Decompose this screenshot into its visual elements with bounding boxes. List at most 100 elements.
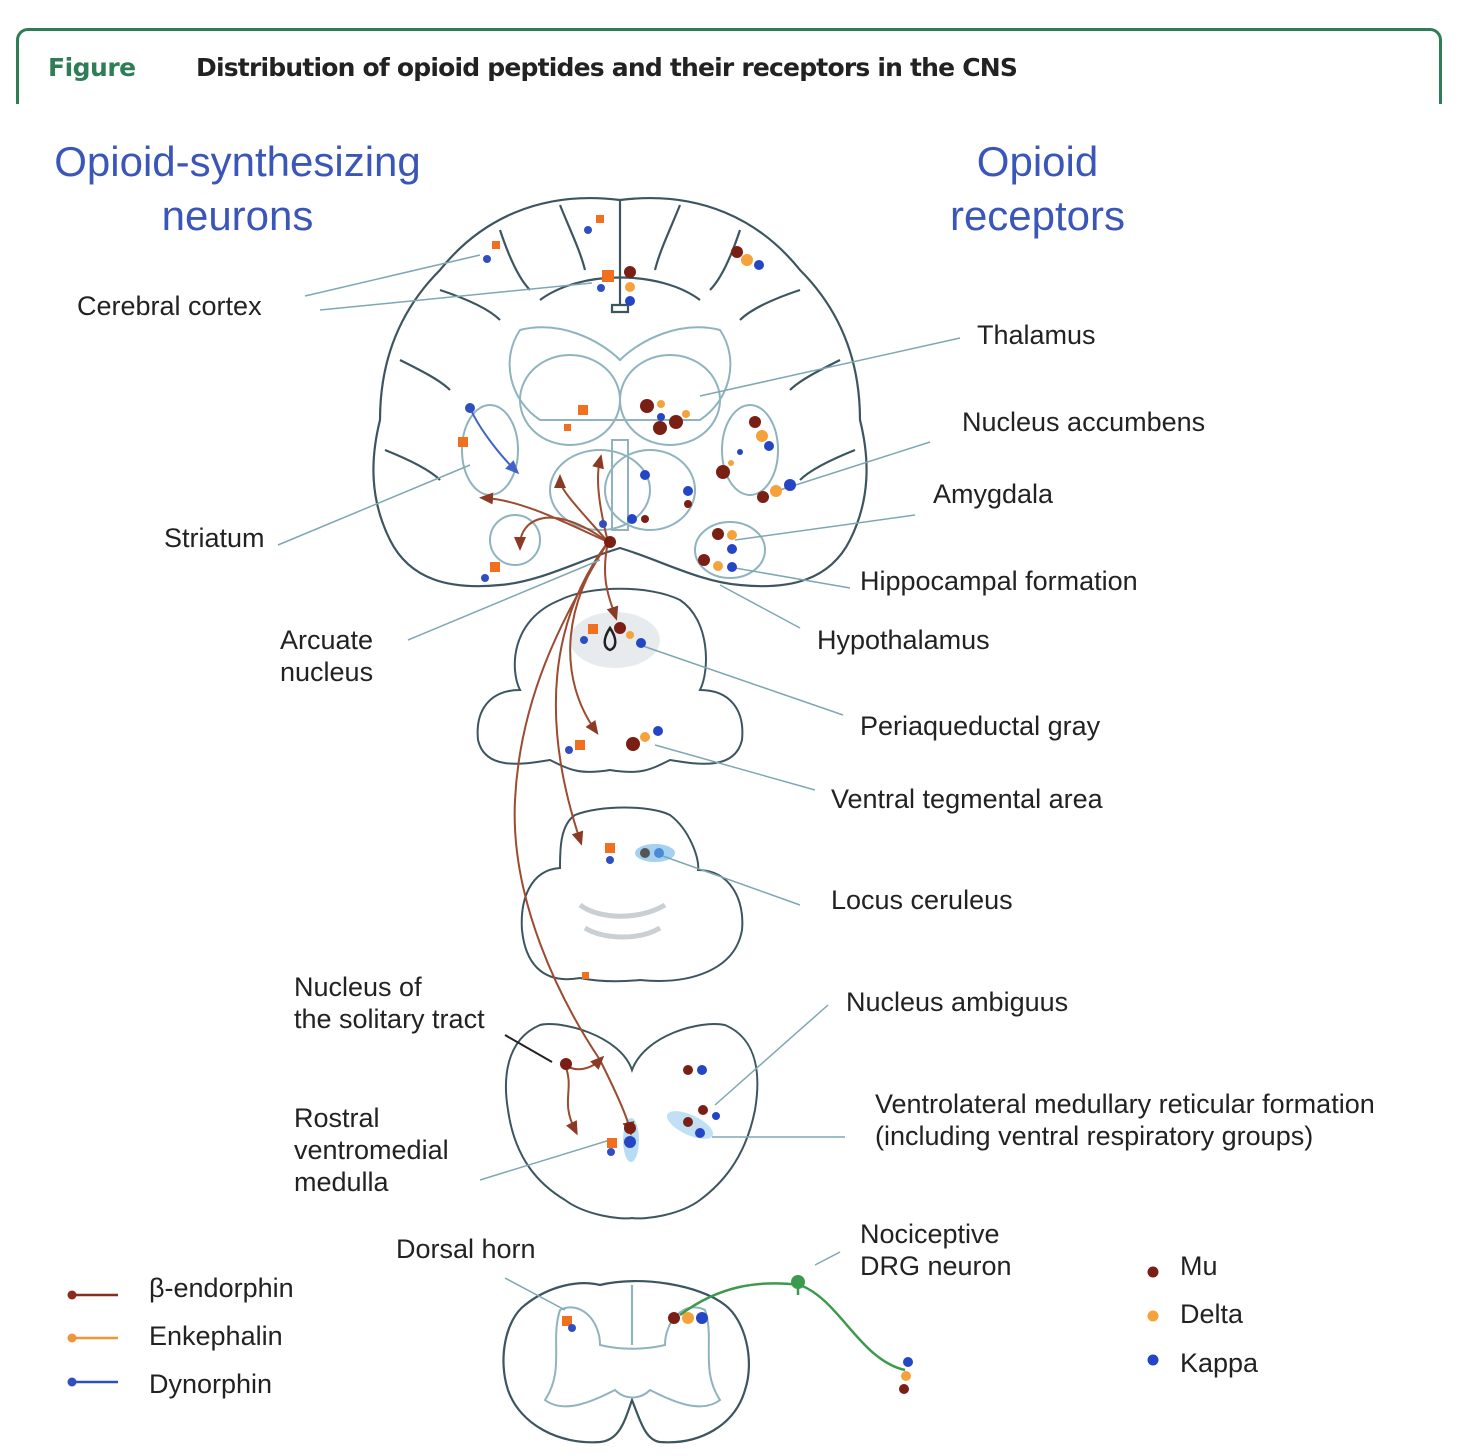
label-ventrolateral-medullary-reticular-formation: Ventrolateral medullary reticular format…: [875, 1088, 1375, 1152]
delta-swatch: [1147, 1310, 1159, 1322]
label-amygdala: Amygdala: [933, 479, 1054, 509]
delta-receptor: [640, 732, 650, 742]
mu-receptor: [669, 415, 683, 429]
pons-section: [520, 806, 744, 983]
label-nucleus-solitary-tract: Nucleus of the solitary tract: [294, 971, 485, 1035]
coronal-brain-section: [372, 196, 868, 588]
mu-receptor: [668, 1312, 680, 1324]
kappa-receptor: [754, 260, 764, 270]
kappa-receptor: [696, 1312, 708, 1324]
mu-receptor: [698, 554, 710, 566]
heading-opioid-receptors: Opioid receptors: [930, 135, 1145, 243]
dynorphin-marker: [483, 255, 491, 263]
enkephalin-marker: [582, 972, 589, 979]
kappa-receptor: [727, 562, 737, 572]
enkephalin-marker: [602, 270, 614, 282]
enkephalin-marker: [492, 241, 500, 249]
kappa-receptor: [737, 449, 743, 455]
legend-receptors: [1147, 1266, 1159, 1366]
beta-endorphin-swatch: [67, 1290, 77, 1300]
mu-receptor: [757, 491, 769, 503]
dynorphin-swatch: [67, 1377, 77, 1387]
kappa-receptor: [653, 726, 663, 736]
label-hypothalamus: Hypothalamus: [817, 625, 990, 655]
enkephalin-marker: [607, 1138, 617, 1148]
aqueduct: [603, 625, 617, 652]
mu-receptor: [624, 266, 636, 278]
dynorphin-marker: [565, 746, 573, 754]
label-line: Arcuate: [280, 625, 374, 655]
mu-receptor: [731, 246, 743, 258]
mu-receptor: [712, 528, 724, 540]
legend-mu: Mu: [1180, 1251, 1218, 1281]
dynorphin-marker: [597, 284, 605, 292]
delta-receptor: [741, 254, 753, 266]
mu-receptor: [698, 1105, 708, 1115]
label-line: (including ventral respiratory groups): [875, 1121, 1314, 1151]
mu-receptor: [683, 1065, 693, 1075]
label-line: medulla: [294, 1167, 389, 1197]
dynorphin-projection-striatum: [469, 407, 520, 475]
mu-receptor: [626, 737, 640, 751]
delta-receptor: [727, 530, 737, 540]
dynorphin-marker: [599, 520, 607, 528]
leader-lines: [277, 254, 961, 1311]
enkephalin-marker: [605, 843, 615, 853]
enkephalin-marker: [490, 562, 500, 572]
label-periaqueductal-gray: Periaqueductal gray: [860, 711, 1101, 741]
heading-line: Opioid: [976, 138, 1099, 185]
spinal-cord-section: [502, 1279, 750, 1444]
legend-enkephalin: Enkephalin: [149, 1321, 283, 1351]
legend-beta-endorphin: β-endorphin: [149, 1273, 294, 1303]
delta-receptor: [626, 631, 634, 639]
enkephalin-marker: [578, 405, 588, 415]
delta-receptor: [901, 1371, 911, 1381]
mu-receptor: [641, 515, 649, 523]
beta-endorphin-projections: [479, 454, 635, 1136]
kappa-receptor: [727, 544, 737, 554]
legend-peptides: [67, 1290, 118, 1387]
label-rostral-ventromedial-medulla: Rostral ventromedial medulla: [294, 1102, 449, 1198]
figure-frame: [16, 28, 1442, 148]
mu-receptor: [640, 399, 654, 413]
kappa-receptor: [903, 1357, 913, 1367]
legend-delta: Delta: [1180, 1299, 1244, 1329]
label-line: Rostral: [294, 1103, 380, 1133]
label-nociceptive-drg-neuron: Nociceptive DRG neuron: [860, 1218, 1012, 1282]
label-line: nucleus: [280, 657, 374, 687]
delta-receptor: [728, 460, 734, 466]
mu-receptor: [653, 421, 667, 435]
kappa-receptor: [654, 848, 664, 858]
enkephalin-marker: [562, 1316, 572, 1326]
label-line: the solitary tract: [294, 1004, 485, 1034]
label-nucleus-ambiguus: Nucleus ambiguus: [846, 987, 1069, 1017]
delta-receptor: [770, 485, 782, 497]
delta-receptor: [625, 282, 635, 292]
kappa-receptor: [624, 1136, 636, 1148]
mu-receptor: [684, 500, 692, 508]
label-dorsal-horn: Dorsal horn: [396, 1234, 536, 1264]
mu-receptor: [716, 465, 730, 479]
dynorphin-marker: [568, 1324, 576, 1332]
delta-receptor: [657, 400, 665, 408]
enkephalin-marker: [596, 215, 604, 223]
dynorphin-marker: [607, 1148, 615, 1156]
mu-receptor: [640, 848, 650, 858]
dynorphin-marker: [584, 226, 592, 234]
enkephalin-marker: [458, 437, 468, 447]
label-line: Nociceptive: [860, 1219, 1000, 1249]
heading-synthesizing-neurons: Opioid-synthesizing neurons: [40, 135, 435, 243]
spinal-gray-matter: [543, 1306, 722, 1408]
midbrain-section: [476, 587, 744, 773]
mu-receptor: [614, 622, 626, 634]
label-striatum: Striatum: [164, 523, 265, 553]
kappa-receptor: [636, 638, 646, 648]
enkephalin-marker: [575, 740, 585, 750]
heading-line: receptors: [949, 192, 1126, 239]
legend-kappa: Kappa: [1180, 1348, 1259, 1378]
kappa-receptor: [697, 1065, 707, 1075]
label-cerebral-cortex: Cerebral cortex: [77, 291, 262, 321]
delta-receptor: [713, 561, 723, 571]
mu-receptor: [624, 1122, 636, 1134]
